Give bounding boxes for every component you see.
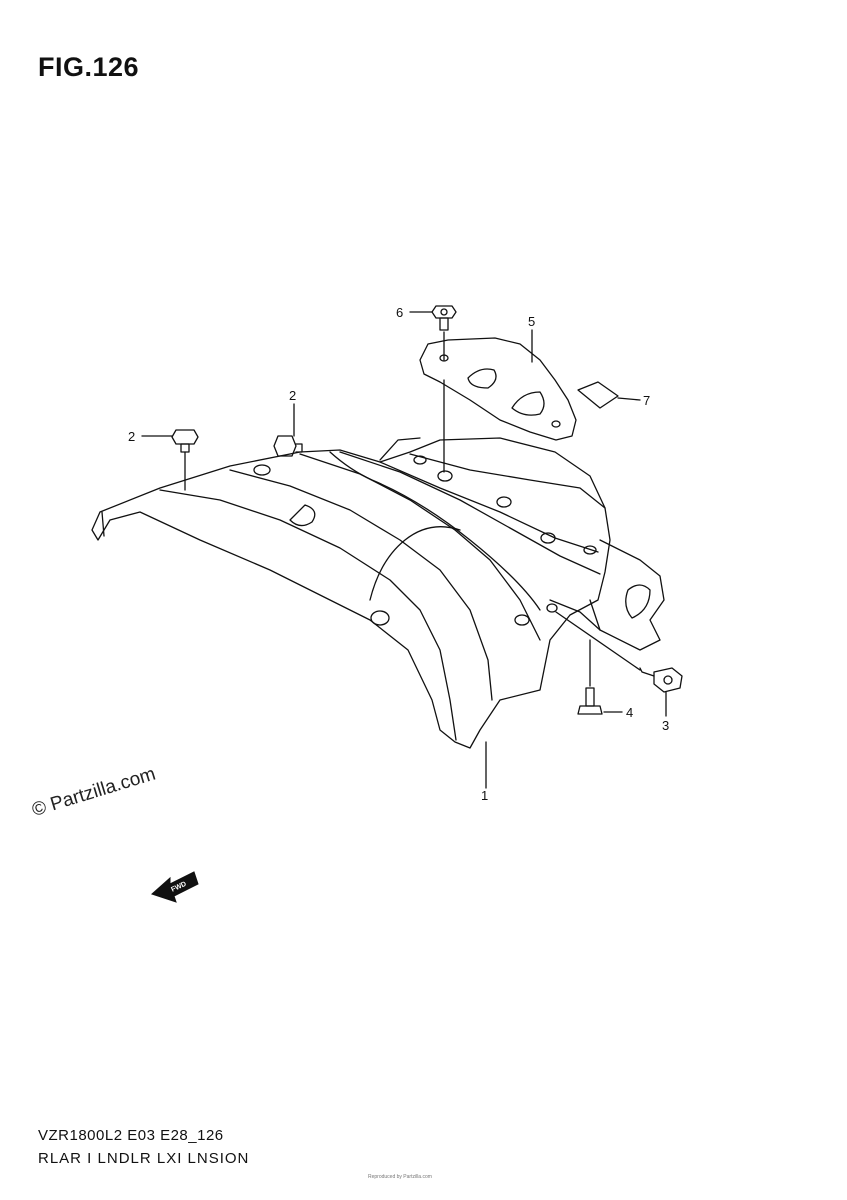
leader-lines	[141, 311, 667, 789]
bolt-3[interactable]	[639, 667, 683, 693]
assembly-lines	[184, 331, 641, 687]
grommet-2[interactable]	[273, 435, 303, 457]
rear-fender-extension[interactable]	[91, 437, 665, 749]
callout-3: 3	[662, 718, 669, 733]
figure-title: FIG.126	[38, 52, 140, 82]
callout-6: 6	[396, 305, 403, 320]
callout-7: 7	[643, 393, 650, 408]
callout-2-top: 2	[289, 388, 296, 403]
model-code: VZR1800L2 E03 E28_126	[38, 1127, 224, 1144]
forward-arrow-icon: FWD	[151, 871, 199, 903]
callout-2-left: 2	[128, 429, 135, 444]
callout-1: 1	[481, 788, 488, 803]
callout-5: 5	[528, 314, 535, 329]
callout-4: 4	[626, 705, 633, 720]
cushion-pad[interactable]	[577, 381, 619, 409]
bracket-plate[interactable]	[419, 337, 577, 441]
bolt-6[interactable]	[431, 305, 457, 331]
section-name: RLAR I LNDLR LXI LNSION	[38, 1150, 250, 1167]
bolt-2-left[interactable]	[171, 429, 199, 453]
footer-note: Reproduced by Partzilla.com	[368, 1174, 432, 1180]
screw-4[interactable]	[577, 687, 603, 715]
